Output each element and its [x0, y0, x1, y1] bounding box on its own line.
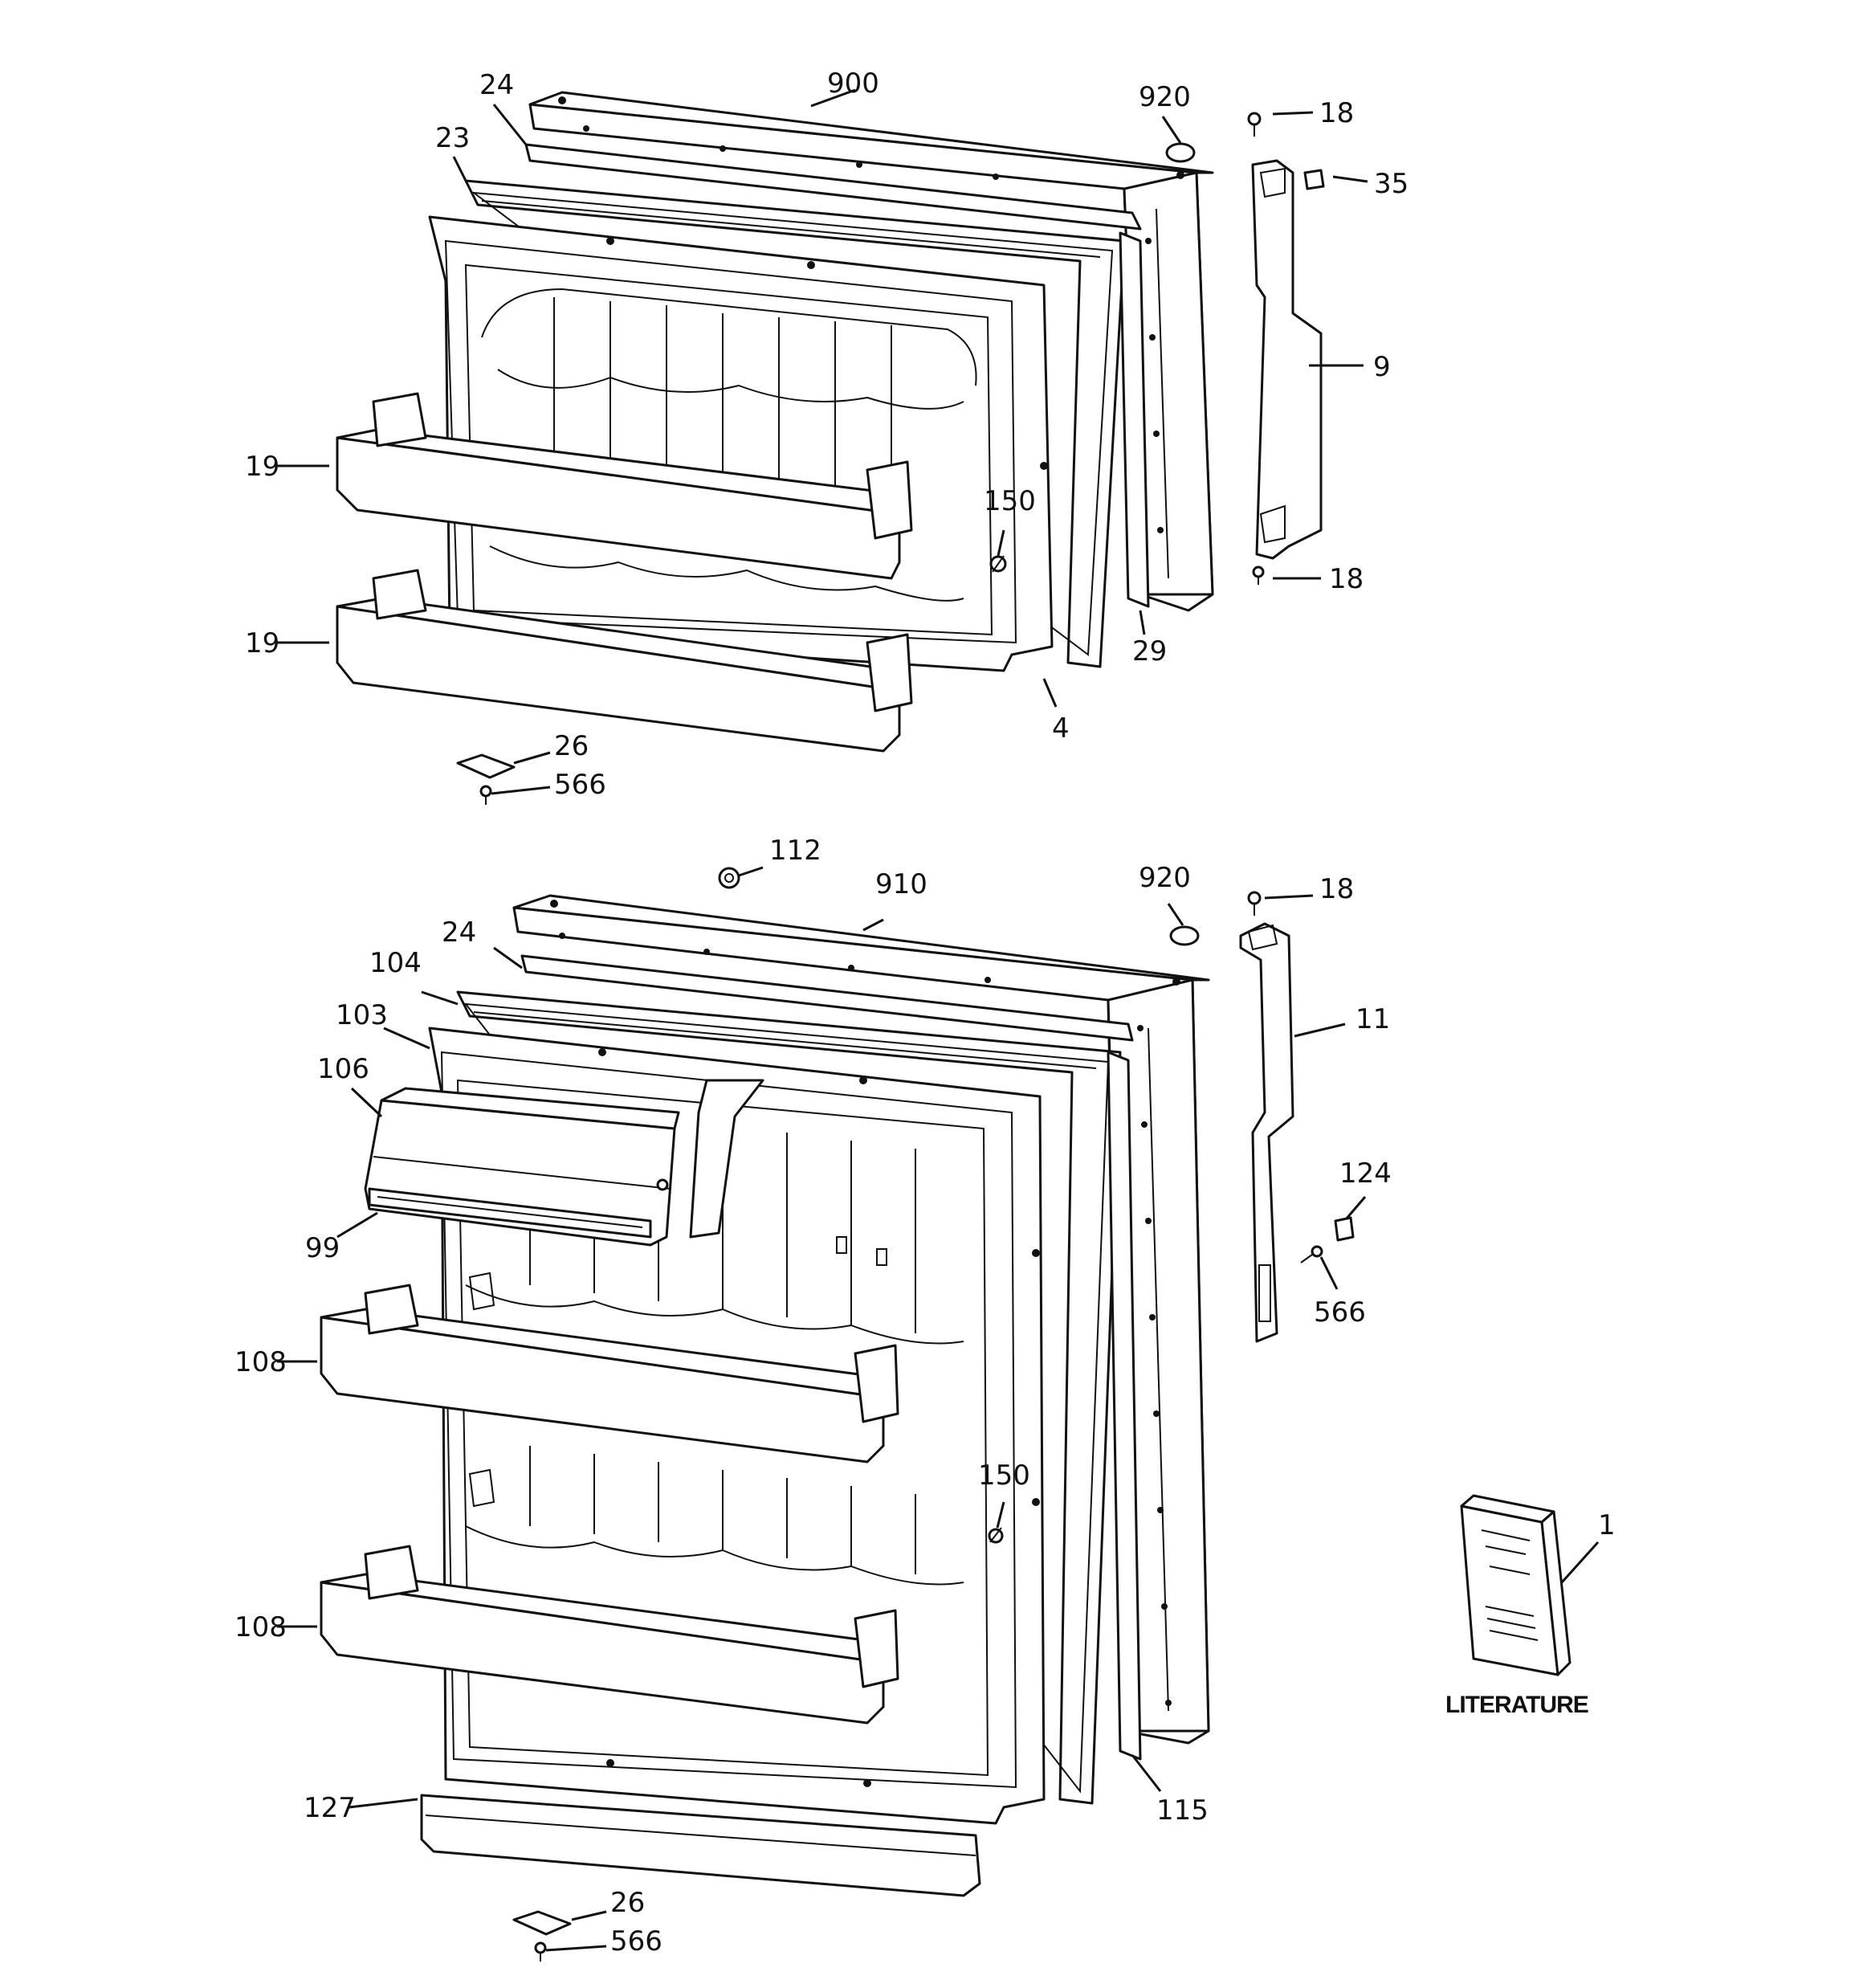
callout-1: 1 — [1598, 1509, 1616, 1541]
freezer-hinge-26 — [456, 753, 516, 779]
callout-566: 566 — [1314, 1296, 1366, 1329]
fresh-food-leader-lines — [277, 866, 1600, 1952]
callout-19: 19 — [245, 451, 279, 483]
fresh-food-bottom-trim — [420, 1794, 981, 1897]
callout-35: 35 — [1374, 168, 1408, 200]
callout-920: 920 — [1139, 81, 1191, 113]
fresh-food-hinge-screw-566 — [534, 1941, 547, 1961]
fresh-food-screw-18 — [1247, 891, 1262, 916]
callout-920: 920 — [1139, 862, 1191, 894]
fresh-food-hinge-26 — [512, 1910, 572, 1936]
freezer-door-handle — [1251, 159, 1323, 560]
callout-4: 4 — [1052, 712, 1070, 745]
callout-106: 106 — [317, 1053, 369, 1085]
freezer-handle-cap-35 — [1303, 169, 1325, 190]
freezer-door-shelf-upper — [336, 392, 913, 580]
callout-9: 9 — [1373, 351, 1391, 383]
freezer-screw-18-bottom — [1252, 565, 1265, 585]
callout-103: 103 — [336, 999, 388, 1031]
callout-19: 19 — [245, 627, 279, 659]
fresh-food-door-assembly — [320, 867, 1355, 1961]
callout-150: 150 — [984, 485, 1036, 517]
fresh-food-breaker-strip — [520, 954, 1134, 1042]
dairy-door-hinge-99 — [368, 1187, 652, 1239]
callout-566: 566 — [610, 1925, 662, 1957]
callout-26: 26 — [554, 730, 589, 762]
callout-26: 26 — [610, 1887, 645, 1919]
callout-566: 566 — [554, 769, 606, 801]
callout-29: 29 — [1132, 635, 1167, 667]
fresh-food-door-shelf-upper — [320, 1284, 899, 1463]
freezer-door-assembly — [336, 91, 1325, 805]
callout-127: 127 — [304, 1792, 356, 1824]
callout-124: 124 — [1339, 1157, 1392, 1190]
callout-108: 108 — [234, 1346, 287, 1378]
freezer-leader-lines — [277, 88, 1368, 795]
callout-112: 112 — [769, 835, 821, 867]
fresh-food-clip-124 — [1334, 1216, 1355, 1242]
callout-23: 23 — [435, 122, 470, 154]
freezer-hinge-screw-566 — [479, 785, 492, 805]
callout-11: 11 — [1355, 1003, 1390, 1035]
freezer-screw-150 — [989, 555, 1007, 573]
callout-18: 18 — [1319, 97, 1354, 129]
freezer-plug-920 — [1165, 142, 1196, 163]
freezer-breaker-strip — [524, 143, 1142, 231]
callout-24: 24 — [479, 69, 514, 101]
callout-115: 115 — [1156, 1794, 1209, 1827]
freezer-side-strip — [1119, 231, 1150, 608]
callout-18: 18 — [1329, 563, 1364, 595]
freezer-screw-18-top — [1247, 112, 1262, 137]
callout-99: 99 — [305, 1232, 340, 1264]
fresh-food-side-strip — [1107, 1051, 1142, 1761]
callout-900: 900 — [827, 67, 879, 100]
fresh-food-plug-920 — [1169, 925, 1200, 946]
fresh-food-door-handle — [1239, 922, 1294, 1343]
fresh-food-door-shelf-lower — [320, 1545, 899, 1725]
literature-booklet — [1460, 1494, 1572, 1676]
literature-label: LITERATURE — [1445, 1692, 1588, 1718]
fresh-food-screw-150 — [988, 1527, 1004, 1544]
callout-150: 150 — [978, 1459, 1030, 1492]
fresh-food-screw-566 — [1300, 1245, 1323, 1263]
callout-910: 910 — [875, 868, 927, 900]
callout-18: 18 — [1319, 873, 1354, 905]
callout-108: 108 — [234, 1611, 287, 1643]
callout-104: 104 — [369, 947, 422, 979]
fresh-food-cap-112 — [718, 867, 740, 889]
callout-24: 24 — [442, 916, 476, 949]
freezer-door-shelf-lower — [336, 569, 913, 753]
freezer-door-liner — [428, 215, 1054, 672]
